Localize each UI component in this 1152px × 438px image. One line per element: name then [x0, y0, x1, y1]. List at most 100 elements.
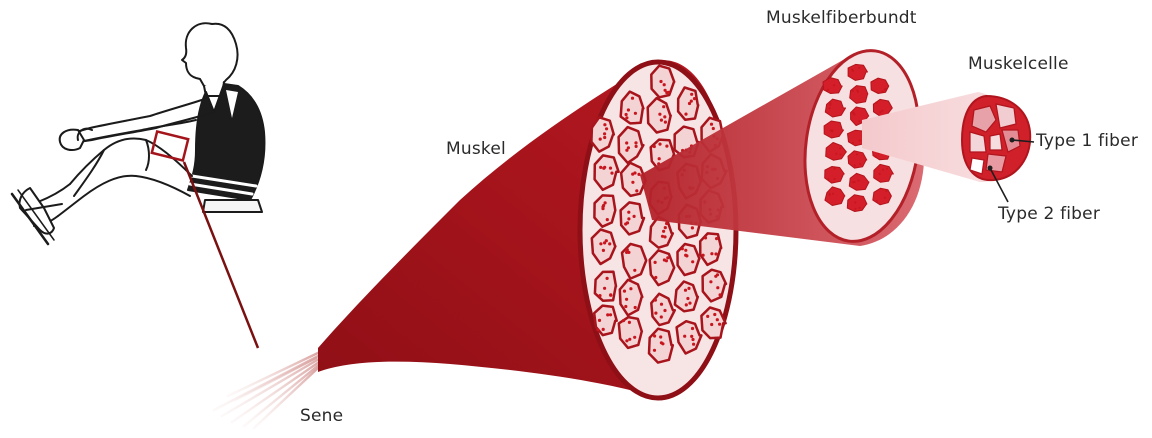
nucleus-dot — [609, 313, 612, 316]
nucleus-dot — [664, 121, 667, 124]
nucleus-dot — [623, 290, 626, 293]
nucleus-dot — [663, 258, 666, 261]
nucleus-dot — [653, 145, 656, 148]
label-muscle-cell: Muskelcelle — [968, 54, 1069, 74]
nucleus-dot — [626, 248, 629, 251]
nucleus-dot — [658, 157, 661, 160]
nucleus-dot — [625, 298, 628, 301]
nucleus-dot — [859, 163, 861, 165]
nucleus-dot — [606, 218, 609, 221]
nucleus-dot — [834, 167, 836, 169]
nucleus-dot — [719, 293, 722, 296]
nucleus-dot — [659, 335, 662, 338]
nucleus-dot — [633, 336, 636, 339]
nucleus-dot — [854, 201, 856, 203]
label-muscle: Muskel — [446, 139, 506, 159]
nucleus-dot — [884, 197, 886, 199]
label-type1: Type 1 fiber — [1036, 131, 1138, 151]
nucleus-dot — [885, 190, 887, 192]
nucleus-dot — [827, 178, 829, 180]
nucleus-dot — [631, 173, 634, 176]
nucleus-dot — [876, 200, 878, 202]
nucleus-dot — [710, 123, 713, 126]
nucleus-dot — [716, 286, 719, 289]
nucleus-dot — [684, 289, 687, 292]
type2-dot — [988, 166, 993, 171]
nucleus-dot — [663, 83, 666, 86]
type1-dot — [1010, 138, 1015, 143]
nucleus-dot — [660, 303, 663, 306]
nucleus-dot — [718, 323, 721, 326]
nucleus-dot — [603, 287, 606, 290]
nucleus-dot — [693, 97, 696, 100]
nucleus-dot — [610, 172, 613, 175]
nucleus-dot — [665, 145, 668, 148]
label-fiber-bundle: Muskelfiberbundt — [766, 8, 917, 28]
nucleus-dot — [625, 141, 628, 144]
nucleus-dot — [854, 208, 856, 210]
nucleus-dot — [856, 153, 858, 155]
nucleus-dot — [875, 156, 877, 158]
nucleus-dot — [831, 130, 833, 132]
nucleus-dot — [710, 252, 713, 255]
nucleus-dot — [663, 309, 666, 312]
fascicle — [651, 66, 674, 98]
athlete-figure — [12, 23, 264, 244]
nucleus-dot — [884, 88, 886, 90]
nucleus-dot — [833, 178, 835, 180]
nucleus-dot — [627, 211, 630, 214]
nucleus-dot — [622, 319, 625, 322]
nucleus-dot — [715, 237, 718, 240]
nucleus-dot — [654, 276, 657, 279]
nucleus-dot — [608, 242, 611, 245]
nucleus-dot — [603, 123, 606, 126]
nucleus-dot — [627, 251, 630, 254]
nucleus-dot — [654, 312, 657, 315]
nucleus-dot — [856, 89, 858, 91]
fascicle — [675, 282, 698, 312]
nucleus-dot — [826, 90, 828, 92]
nucleus-dot — [658, 113, 661, 116]
nucleus-dot — [832, 193, 834, 195]
nucleus-dot — [664, 226, 667, 229]
nucleus-dot — [879, 173, 881, 175]
nucleus-dot — [628, 321, 631, 324]
fascicle — [595, 272, 616, 301]
nucleus-dot — [858, 120, 860, 122]
fascicle — [621, 202, 644, 234]
nucleus-dot — [605, 127, 608, 130]
nucleus-dot — [853, 113, 855, 115]
nucleus-dot — [663, 115, 666, 118]
nucleus-dot — [706, 315, 709, 318]
nucleus-dot — [631, 181, 634, 184]
nucleus-dot — [886, 168, 888, 170]
nucleus-dot — [858, 140, 860, 142]
nucleus-dot — [853, 181, 855, 183]
nucleus-dot — [627, 146, 630, 149]
nucleus-dot — [609, 294, 612, 297]
nucleus-dot — [839, 147, 841, 149]
nucleus-dot — [635, 189, 638, 192]
nucleus-dot — [606, 277, 609, 280]
fascicle — [649, 329, 673, 363]
nucleus-dot — [602, 249, 605, 252]
nucleus-dot — [628, 338, 631, 341]
nucleus-dot — [627, 217, 630, 220]
nucleus-dot — [859, 207, 861, 209]
nucleus-dot — [599, 138, 602, 141]
nucleus-dot — [633, 215, 636, 218]
nucleus-dot — [603, 132, 606, 135]
fascicle — [594, 195, 615, 226]
nucleus-dot — [687, 287, 690, 290]
nucleus-dot — [667, 91, 670, 94]
nucleus-dot — [666, 256, 669, 259]
fascicle — [620, 280, 643, 316]
nucleus-dot — [710, 323, 713, 326]
nucleus-dot — [681, 247, 684, 250]
nucleus-dot — [833, 84, 835, 86]
nucleus-dot — [716, 318, 719, 321]
nucleus-dot — [629, 287, 632, 290]
nucleus-dot — [685, 254, 688, 257]
bundle-fibre — [871, 78, 889, 93]
nucleus-dot — [625, 339, 628, 342]
